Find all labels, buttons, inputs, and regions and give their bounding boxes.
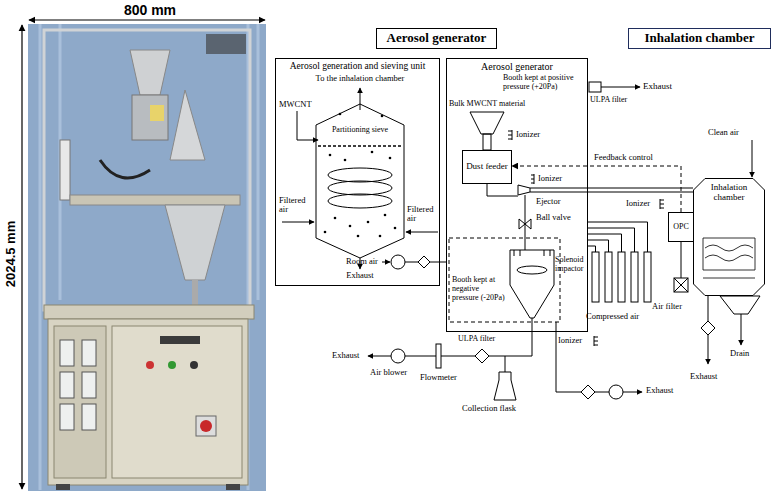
node-text: Aerosol generation and sieving unit [278, 61, 437, 71]
flow-label: To the inhalation chamber [290, 74, 430, 83]
dimension-label: 800 mm [110, 3, 190, 18]
part-label: Air filter [652, 302, 692, 311]
part-label: Ball valve [536, 213, 580, 222]
header-box: Inhalation chamber [628, 28, 771, 49]
flow-label: Exhaust [332, 351, 368, 360]
node-text: Aerosol generator [387, 31, 487, 45]
part-label: Collection flask [462, 404, 532, 413]
part-label: Partitioning sieve [323, 126, 397, 135]
part-label: ULPA filter [590, 96, 642, 105]
part-label: Ionizer [516, 130, 550, 139]
part-label: ULPA filter [458, 335, 503, 344]
sieving-unit-drawing [282, 88, 438, 269]
flow-label: Filtered air [407, 205, 439, 224]
part-label: Solenoid impactor [555, 256, 588, 274]
part-label: Ionizer [558, 336, 592, 345]
part-label: Air blower [370, 368, 414, 377]
part-label: Ionizer [538, 174, 572, 183]
note-label: Booth kept at positive pressure (+20Pa) [503, 74, 587, 92]
generator-drawing [368, 82, 651, 400]
flow-label: Drain [730, 349, 760, 358]
flow-label: Exhaust [646, 386, 686, 395]
part-label: Ionizer [626, 199, 658, 208]
flow-label: Exhaust [340, 271, 380, 280]
chamber-vessel: Inhalation chamber [693, 178, 765, 296]
header-box: Aerosol generator [376, 28, 497, 49]
part-label: Ejector [536, 197, 570, 206]
flow-label: Exhaust [643, 82, 683, 92]
flow-label: Exhaust [690, 372, 730, 381]
part-label: Flowmeter [420, 373, 462, 382]
node-text: Inhalation chamber [695, 183, 763, 203]
flow-label: Compressed air [586, 312, 650, 321]
part-label: Bulk MWCNT material [449, 100, 531, 109]
input-label: MWCNT [279, 100, 315, 109]
aerosol-pipe [588, 188, 693, 192]
dimension-lines [22, 20, 265, 489]
flow-label: Room air [346, 257, 386, 266]
node-text: Dust feeder [466, 162, 508, 172]
node-text: Inhalation chamber [644, 31, 754, 45]
edge-label: Feedback control [594, 153, 666, 162]
chamber-drawing [660, 140, 760, 364]
node-text: Aerosol generator [449, 61, 585, 72]
dimension-label: 2024.5 mm [3, 209, 19, 299]
feedback-line [512, 166, 681, 212]
node-text: OPC [673, 223, 689, 232]
apparatus-photo [28, 24, 266, 491]
flow-label: Clean air [708, 128, 750, 137]
inset-panel: Aerosol generation and sieving unit [275, 58, 440, 286]
flow-label: Filtered air [279, 196, 313, 215]
opc-box: OPC [668, 212, 694, 242]
dust-feeder-box: Dust feeder [462, 150, 512, 184]
note-label: Booth kept at negative pressure (-20Pa) [452, 276, 506, 302]
